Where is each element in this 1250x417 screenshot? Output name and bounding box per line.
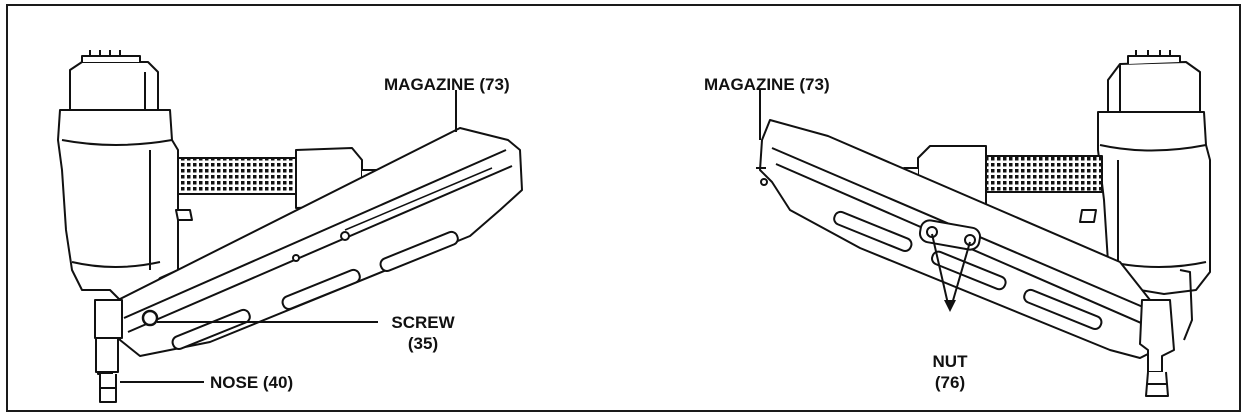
diagram-frame (6, 4, 1241, 412)
right-magazine-label: MAGAZINE (73) (704, 75, 830, 94)
left-screw (141, 309, 159, 327)
leader-nut-a (931, 233, 949, 305)
right-nose-piece (1139, 299, 1175, 373)
nut-label-name: NUT (932, 352, 968, 371)
right-trigger (1079, 209, 1097, 223)
screw-label-number: (35) (407, 334, 439, 353)
left-slot-1 (171, 308, 251, 351)
right-slot-3 (1023, 288, 1103, 331)
left-magazine-label: MAGAZINE (73) (384, 75, 510, 94)
left-leaders (120, 90, 457, 383)
left-slot-3 (379, 230, 459, 273)
leader-nut-b (951, 241, 971, 305)
nut-arrowhead (944, 300, 956, 312)
nut-label-number: (76) (934, 373, 966, 392)
left-magazine (117, 127, 523, 357)
right-slot-2 (931, 250, 1007, 291)
left-grip (177, 157, 299, 195)
right-slot-1 (833, 210, 913, 253)
right-leaders (759, 90, 971, 305)
left-cylinder (57, 109, 179, 301)
nut-label: NUT (76) (920, 351, 980, 393)
left-slot-2 (281, 268, 361, 311)
right-top-cap (1107, 61, 1201, 113)
left-trigger (175, 209, 193, 221)
left-nailer-drawing (57, 50, 523, 403)
nose-label: NOSE (40) (210, 373, 294, 392)
right-grip (983, 155, 1103, 193)
screw-label: SCREW (35) (386, 312, 460, 354)
right-nailer-drawing (756, 50, 1211, 397)
screw-label-name: SCREW (391, 313, 455, 332)
